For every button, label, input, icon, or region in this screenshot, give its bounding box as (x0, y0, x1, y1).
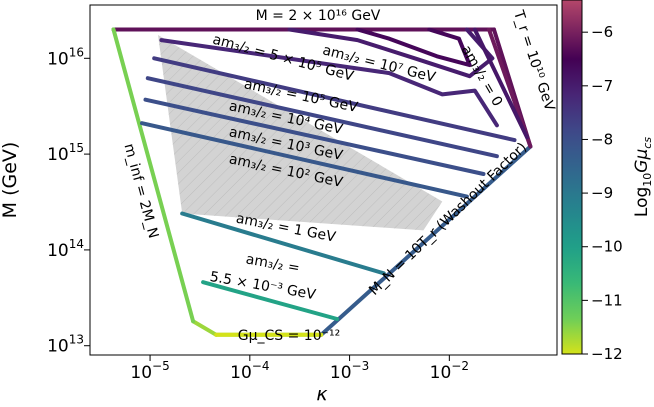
annotation-a9a: am₃/₂ = (245, 251, 301, 276)
annotation-minf: m_inf = 2M_N (121, 142, 162, 240)
annotation-bottom: Gμ_CS = 10⁻¹² (238, 328, 340, 344)
colorbar-tick-label: −7 (591, 77, 613, 95)
series-line-1 (355, 27, 472, 68)
series-line-3 (472, 27, 529, 140)
colorbar-title: Log10Gμcs (632, 137, 654, 217)
colorbar-tick-label: −6 (591, 23, 613, 41)
plot-area (111, 27, 533, 337)
x-axis-title: κ (316, 383, 328, 405)
boundary-segment (319, 144, 533, 337)
x-tick-label: 10−2 (430, 359, 469, 383)
colorbar-tick-label: −8 (591, 130, 613, 148)
x-ticks: 10−5 10−4 10−3 10−2 (130, 355, 469, 383)
series-line-5 (152, 56, 517, 143)
boundary-segment (111, 27, 196, 324)
annotation-top: M = 2 × 10¹⁶ GeV (256, 8, 381, 24)
series-line-10 (201, 280, 340, 321)
series-line-7 (143, 97, 486, 176)
y-tick-label: 1013 (47, 333, 84, 357)
y-axis-title: M (GeV) (0, 142, 21, 219)
colorbar-title-g: Gμ (632, 149, 652, 173)
colorbar-tick-label: −9 (591, 184, 613, 202)
y-tick-label: 1015 (47, 141, 84, 165)
y-tick-label: 1016 (47, 45, 84, 69)
plot-frame (89, 4, 558, 356)
series-line-8 (140, 121, 469, 199)
colorbar: −6 −7 −8 −9 −10 −11 −12 Log10Gμcs (561, 0, 654, 363)
series-group (140, 27, 533, 337)
colorbar-tick-label: −12 (591, 345, 623, 363)
y-tick-label: 1014 (47, 237, 84, 261)
colorbar-tick-label: −11 (591, 291, 623, 309)
x-tick-label: 10−3 (330, 359, 369, 383)
series-line-6 (145, 76, 499, 159)
colorbar-title-sub1: 10 (641, 173, 654, 187)
boundary-segment (191, 319, 219, 337)
x-tick-label: 10−4 (230, 359, 269, 383)
y-ticks: 1013 1014 1015 1016 (47, 45, 90, 357)
colorbar-title-log: Log (632, 187, 652, 217)
colorbar-gradient (561, 0, 583, 355)
colorbar-tick-label: −10 (591, 238, 623, 256)
series-line-9 (180, 211, 386, 276)
x-tick-label: 10−5 (130, 359, 169, 383)
series-line-4 (159, 38, 499, 128)
colorbar-ticks: −6 −7 −8 −9 −10 −11 −12 (582, 23, 623, 363)
colorbar-title-sub2: cs (641, 137, 654, 149)
